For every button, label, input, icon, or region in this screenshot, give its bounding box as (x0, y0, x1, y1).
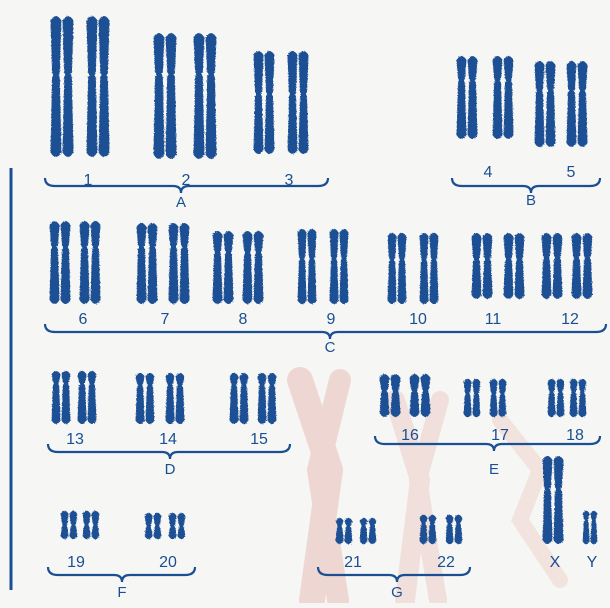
chromosome-6-b (80, 221, 101, 304)
chromosome-7-b (169, 223, 190, 304)
pair-label-20: 20 (159, 554, 177, 571)
chromosome-2-a (153, 33, 176, 159)
pair-label-10: 10 (409, 311, 427, 328)
chromosome-22-b (446, 515, 463, 544)
chromosome-19-a (61, 511, 78, 539)
chromosome-1-b (86, 16, 109, 157)
pair-label-7: 7 (161, 311, 170, 328)
group-label-g: G (391, 584, 403, 601)
chromosome-4-b (493, 56, 514, 139)
pair-label-15: 15 (250, 431, 268, 448)
chromosome-5-a (535, 61, 556, 147)
chromosome-11-a (472, 233, 493, 299)
chromosome-5-b (567, 61, 588, 147)
chromosome-10-b (420, 233, 439, 304)
pair-label-18: 18 (566, 427, 584, 444)
chromosome-17-b (490, 379, 507, 417)
chromosome-7-a (137, 223, 158, 304)
pair-label-1: 1 (84, 172, 93, 189)
chromosome-20-b (169, 513, 186, 539)
chromosome-12-a (542, 233, 563, 299)
chromosome-4-a (457, 56, 478, 139)
chromosome-3-a (254, 51, 275, 154)
chromosome-21-a (336, 518, 353, 544)
group-label-e: E (489, 461, 499, 478)
pair-label-14: 14 (159, 431, 177, 448)
pair-label-13: 13 (66, 431, 84, 448)
chromosome-19-b (83, 511, 100, 539)
chromosome-20-a (145, 513, 162, 539)
chromosome-6-a (50, 221, 71, 304)
chromosome-18-b (570, 379, 587, 417)
brace-c (45, 324, 606, 339)
pair-label-9: 9 (327, 311, 336, 328)
pair-label-16: 16 (401, 427, 419, 444)
chromosome-12-b (572, 233, 593, 299)
chromosome-14-b (166, 373, 185, 424)
chromosome-13-b (78, 371, 97, 424)
pair-label-19: 19 (67, 554, 85, 571)
chromosome-3-b (288, 51, 309, 154)
pair-label-5: 5 (567, 164, 576, 181)
pair-label-8: 8 (239, 311, 248, 328)
pair-label-22: 22 (437, 554, 455, 571)
chromosome-15-b (258, 373, 277, 424)
chromosome-1-a (50, 16, 73, 157)
pair-label-4: 4 (484, 164, 493, 181)
chromosome-10-a (388, 233, 407, 304)
chromosome-8-b (243, 231, 264, 304)
brace-b (452, 178, 600, 193)
chromosome-18-a (548, 379, 565, 417)
pair-label-11: 11 (485, 311, 502, 328)
sex-label-y: Y (587, 554, 598, 571)
sex-label-x: X (550, 554, 561, 571)
chromosome-13-a (52, 371, 71, 424)
group-label-f: F (117, 584, 126, 601)
chromosome-14-a (136, 373, 155, 424)
chromosome-2-b (193, 33, 216, 159)
chromosome-9-a (298, 229, 317, 304)
pair-label-2: 2 (182, 172, 191, 189)
group-label-c: C (325, 339, 336, 356)
chromosome-16-b (410, 374, 431, 417)
pair-label-3: 3 (285, 172, 294, 189)
chromosome-17-a (464, 379, 481, 417)
group-label-d: D (165, 461, 176, 478)
chromosome-y (583, 511, 598, 545)
chromosome-8-a (213, 231, 234, 304)
group-label-b: B (526, 192, 536, 209)
chromosome-21-b (360, 518, 377, 544)
pair-label-17: 17 (491, 427, 509, 444)
pair-label-6: 6 (79, 311, 88, 328)
chromosome-x (543, 456, 564, 544)
pair-label-12: 12 (561, 311, 579, 328)
chromosome-11-b (504, 233, 525, 299)
pair-label-21: 21 (344, 554, 362, 571)
group-label-a: A (176, 194, 186, 211)
chromosome-9-b (330, 229, 349, 304)
chromosome-15-a (230, 373, 249, 424)
